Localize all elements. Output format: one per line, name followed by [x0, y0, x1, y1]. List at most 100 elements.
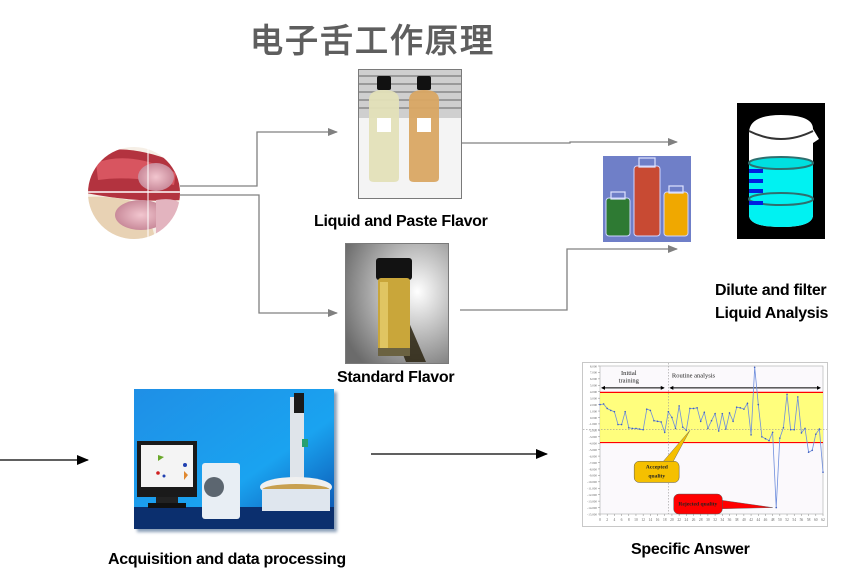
data-point: [696, 407, 698, 409]
data-point: [807, 451, 810, 454]
data-point: [656, 420, 659, 423]
x-tick-label: 36: [728, 518, 732, 522]
y-tick-label: 5.000: [590, 384, 598, 388]
label-standard-flavor: Standard Flavor: [337, 369, 455, 386]
x-tick-label: 28: [699, 518, 703, 522]
data-point: [725, 428, 727, 430]
x-tick-label: 46: [764, 518, 768, 522]
data-point: [671, 416, 673, 419]
y-tick-label: 6.000: [590, 377, 598, 381]
x-tick-label: 44: [756, 518, 760, 522]
data-point: [663, 431, 666, 434]
y-tick-label: -5.000: [589, 448, 598, 452]
connector-meat-to-standard: [180, 194, 338, 317]
quality-control-chart-svg: 8.0007.0006.0005.0004.0003.0002.0001.000…: [583, 363, 827, 522]
data-point: [599, 403, 601, 406]
data-point: [761, 435, 763, 438]
data-point: [728, 412, 731, 414]
y-tick-label: -2.000: [589, 429, 598, 433]
y-tick-label: -6.000: [589, 454, 598, 458]
y-tick-label: -9.000: [589, 474, 598, 478]
x-tick-label: 34: [720, 518, 724, 522]
rejected-callout-box: [673, 493, 723, 515]
x-tick-label: 6: [621, 518, 623, 522]
data-point: [685, 429, 688, 432]
label-acquisition: Acquisition and data processing: [108, 551, 346, 568]
data-point: [822, 471, 824, 473]
data-point: [732, 420, 734, 423]
data-point: [797, 396, 799, 398]
label-dilute-filter: Dilute and filter: [715, 282, 827, 299]
x-tick-label: 30: [706, 518, 710, 522]
data-point: [764, 437, 767, 440]
y-tick-label: -12.000: [587, 493, 597, 497]
data-point: [707, 427, 709, 430]
liquid-paste-bottles-image: [358, 69, 462, 199]
data-point: [617, 423, 619, 426]
data-point: [692, 407, 695, 410]
data-point: [739, 407, 742, 409]
y-tick-label: -10.000: [587, 480, 597, 484]
data-point: [771, 431, 774, 434]
x-tick-label: 42: [749, 518, 753, 522]
y-tick-label: 4.000: [590, 390, 598, 394]
label-specific-answer: Specific Answer: [631, 541, 750, 558]
data-point: [735, 406, 738, 408]
data-point: [627, 426, 630, 429]
data-point: [609, 409, 612, 412]
data-point: [660, 421, 662, 423]
data-point: [789, 428, 792, 431]
x-tick-label: 2: [606, 518, 608, 522]
x-tick-label: 14: [649, 518, 653, 522]
x-tick-label: 8: [628, 518, 630, 522]
x-tick-label: 38: [735, 518, 739, 522]
data-point: [620, 423, 623, 426]
data-point: [613, 410, 616, 413]
page-title: 电子舌工作原理: [250, 21, 495, 60]
y-tick-label: -3.000: [589, 435, 598, 439]
phase-arrowhead: [601, 385, 605, 390]
meat-sample-image: [86, 145, 182, 241]
data-point: [786, 393, 788, 396]
y-tick-label: 3.000: [590, 396, 598, 400]
data-point: [635, 427, 637, 430]
data-point: [710, 419, 713, 422]
data-point: [746, 402, 749, 405]
data-point: [775, 506, 778, 509]
x-tick-label: 54: [792, 518, 796, 522]
connector-liquid-to-dilute: [462, 138, 678, 146]
data-point: [645, 408, 648, 410]
data-point: [818, 428, 821, 430]
y-tick-label: -11.000: [587, 487, 597, 491]
data-point: [811, 449, 814, 452]
label-liquid-analysis: Liquid Analysis: [715, 305, 829, 322]
data-point: [804, 427, 806, 430]
data-point: [699, 420, 702, 423]
x-tick-label: 50: [778, 518, 782, 522]
data-point: [678, 405, 680, 407]
data-point: [815, 433, 817, 436]
data-point: [703, 411, 706, 414]
colored-vials-image: [603, 156, 691, 242]
x-tick-label: 20: [670, 518, 674, 522]
data-point: [624, 410, 626, 413]
x-tick-label: 26: [692, 518, 696, 522]
data-point: [717, 430, 720, 432]
y-tick-label: 7.000: [590, 371, 598, 375]
accepted-callout-box: [633, 460, 680, 483]
data-point: [667, 410, 670, 413]
phase-arrowhead: [817, 385, 821, 390]
phase-label-initial-line1: Initial: [621, 370, 637, 377]
y-tick-label: -15.000: [587, 512, 597, 516]
data-point: [649, 409, 652, 412]
x-tick-label: 60: [814, 518, 818, 522]
data-point: [768, 439, 770, 442]
acceptance-band: [600, 392, 823, 443]
y-tick-label: -13.000: [587, 499, 597, 503]
data-point: [674, 427, 677, 430]
data-point: [753, 366, 756, 369]
phase-arrowhead: [660, 385, 665, 390]
data-point: [681, 426, 684, 428]
x-tick-label: 4: [613, 518, 615, 522]
